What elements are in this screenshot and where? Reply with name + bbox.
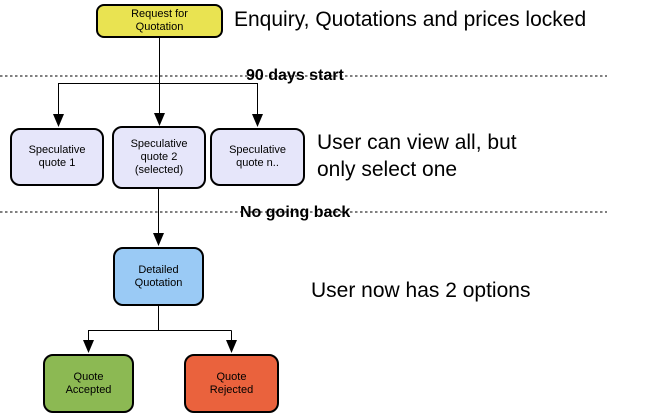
node-request-for-quotation: Request for Quotation bbox=[96, 4, 223, 38]
arrowhead-rejected bbox=[226, 340, 237, 353]
arrowhead-quoten bbox=[252, 114, 263, 127]
arrowhead-accepted bbox=[83, 340, 94, 353]
arrowhead-detailed bbox=[153, 233, 164, 246]
annotation-90-days-start: 90 days start bbox=[246, 67, 344, 84]
annotation-user-can-view-all: User can view all, but only select one bbox=[317, 131, 517, 181]
arrowhead-quote2 bbox=[154, 113, 165, 126]
annotation-user-two-options: User now has 2 options bbox=[311, 279, 531, 302]
node-quote-rejected: Quote Rejected bbox=[184, 354, 279, 413]
node-speculative-quote-2-selected: Speculative quote 2 (selected) bbox=[112, 126, 206, 189]
node-speculative-quote-n: Speculative quote n.. bbox=[210, 128, 305, 186]
node-detailed-quotation: Detailed Quotation bbox=[113, 247, 204, 306]
annotation-enquiry-prices-locked: Enquiry, Quotations and prices locked bbox=[234, 8, 587, 31]
node-speculative-quote-1: Speculative quote 1 bbox=[10, 128, 104, 186]
arrowhead-quote1 bbox=[53, 114, 64, 127]
annotation-no-going-back: No going back bbox=[240, 204, 351, 221]
node-quote-accepted: Quote Accepted bbox=[43, 354, 134, 413]
